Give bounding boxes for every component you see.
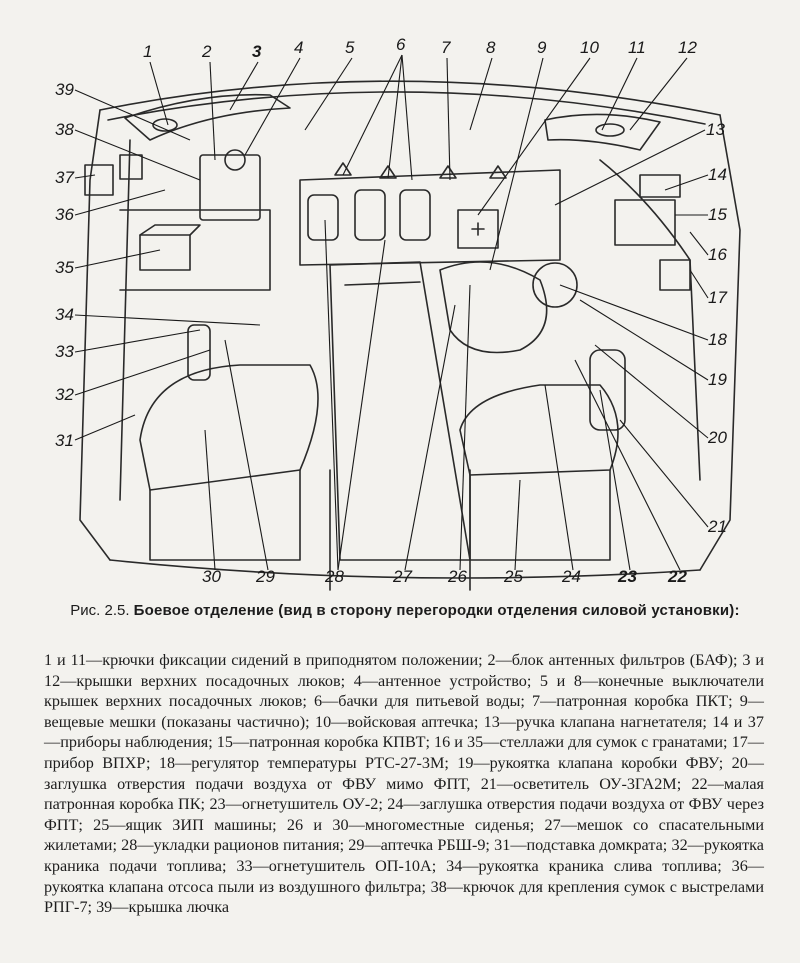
callout-29: 29 — [255, 567, 275, 586]
callout-18: 18 — [708, 330, 727, 349]
callout-16: 16 — [708, 245, 727, 264]
callout-4: 4 — [294, 38, 303, 57]
callout-10: 10 — [580, 38, 599, 57]
callout-22: 22 — [667, 567, 687, 586]
callout-24: 24 — [561, 567, 581, 586]
figure-number: Рис. 2.5. — [70, 602, 130, 619]
figure-legend: 1 и 11—крючки фиксации сидений в приподн… — [44, 651, 764, 917]
callout-5: 5 — [345, 38, 355, 57]
figure-caption: Рис. 2.5. Боевое отделение (вид в сторон… — [70, 600, 740, 621]
callout-15: 15 — [708, 205, 727, 224]
figure-title: Боевое отделение (вид в сторону перегоро… — [133, 602, 740, 619]
callout-13: 13 — [706, 120, 725, 139]
callout-23: 23 — [617, 567, 637, 586]
callout-25: 25 — [503, 567, 523, 586]
callout-1: 1 — [143, 42, 152, 61]
callout-20: 20 — [707, 428, 727, 447]
callout-17: 17 — [708, 288, 727, 307]
callout-8: 8 — [486, 38, 496, 57]
callout-21: 21 — [707, 517, 727, 536]
callout-14: 14 — [708, 165, 727, 184]
callout-30: 30 — [202, 567, 221, 586]
callout-35: 35 — [55, 258, 74, 277]
callout-26: 26 — [447, 567, 467, 586]
callout-31: 31 — [55, 431, 74, 450]
callout-36: 36 — [55, 205, 74, 224]
callout-39: 39 — [55, 80, 74, 99]
callout-6: 6 — [396, 35, 406, 54]
technical-illustration: 1 2 3 4 5 6 7 8 9 10 11 12 13 14 15 16 1… — [55, 35, 741, 591]
callout-9: 9 — [537, 38, 547, 57]
callout-11: 11 — [628, 38, 646, 57]
callout-3: 3 — [252, 42, 262, 61]
callout-2: 2 — [201, 42, 212, 61]
callout-38: 38 — [55, 120, 74, 139]
callout-32: 32 — [55, 385, 74, 404]
callout-28: 28 — [324, 567, 344, 586]
callout-34: 34 — [55, 305, 74, 324]
callout-27: 27 — [392, 567, 412, 586]
callout-7: 7 — [441, 38, 451, 57]
callout-33: 33 — [55, 342, 74, 361]
callout-12: 12 — [678, 38, 697, 57]
callout-19: 19 — [708, 370, 727, 389]
callout-37: 37 — [55, 168, 74, 187]
